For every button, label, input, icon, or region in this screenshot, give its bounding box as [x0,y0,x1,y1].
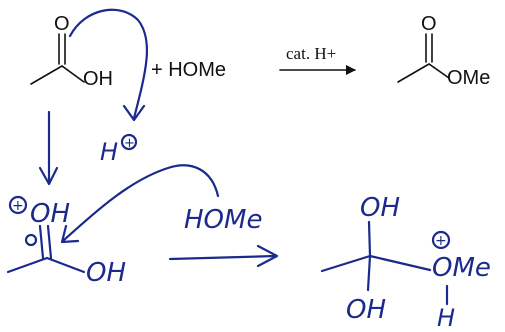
product-methyl-acetate: O OMe [397,13,490,89]
reaction-arrow: cat. H+ [279,44,356,75]
tetra-bond-bottom [366,254,372,292]
reactant-skeleton-bonds [30,65,85,85]
forward-arrow-head [256,244,279,268]
product-skeleton-bonds [397,63,450,83]
oxonium-charge-circle [8,195,28,215]
proton-label: H [100,138,118,166]
oxonium-charge: + [12,198,24,214]
intermediate-skeleton-bonds [6,256,86,274]
proton-charge: + [124,136,135,151]
tetrahedral-intermediate: OH OH + OMe H [320,193,491,332]
product-ome-label: OMe [447,67,490,89]
product-carbonyl-o: O [421,13,437,35]
intermediate-oh-label: OH [86,258,126,288]
reagent-methanol: + HOMe [151,59,226,81]
tetra-oxonium-charge: + [435,233,447,249]
curved-arrow-nucleophile [62,164,220,242]
protonated-intermediate: + OH OH [6,195,126,288]
reactant-oh-label: OH [83,68,113,90]
intermediate-co-double-bond-2 [46,224,53,260]
down-arrow-head [38,166,59,186]
tetra-oh-bottom-label: OH [346,295,386,325]
tetra-h-label: H [437,304,455,332]
tetra-bond-right [368,254,432,272]
tetra-oxonium-charge-circle [431,230,451,250]
reactant-acetic-acid: O OH [30,13,113,90]
catalyst-label: cat. H+ [286,44,336,63]
lone-pair-marker [24,233,38,247]
reactant-carbonyl-o: O [54,13,70,35]
curved-arrow-to-proton [68,8,148,120]
protonated-oh-label: OH [30,199,70,229]
tetra-bond-top [367,220,372,258]
proton-charge-circle [120,133,138,151]
curved-arrow-nucleophile-head [60,224,80,244]
tetra-ome-label: OMe [432,253,491,283]
intermediate-co-double-bond-1 [38,224,45,260]
tetra-oh-top-label: OH [360,193,400,223]
forward-arrow-shaft [168,254,278,261]
tetra-bond-left [320,254,372,273]
curved-arrow-to-proton-head [122,104,146,122]
nucleophile-label: HOMe [184,205,262,235]
